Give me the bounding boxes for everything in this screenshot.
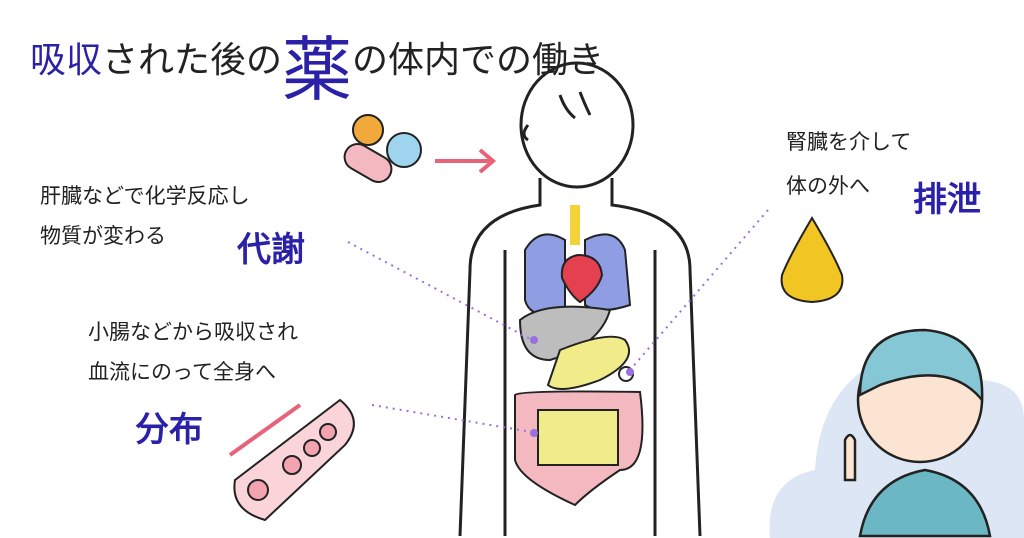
leader-dots: [530, 336, 634, 437]
metabolism-keyword: 代謝: [237, 230, 305, 270]
arrow-icon: [435, 148, 497, 174]
title-text-2: の体内での働き: [352, 40, 605, 81]
leader-lines: [347, 209, 769, 433]
drop-icon: [780, 216, 844, 304]
distribution-line2: 血流にのって全身へ: [88, 360, 276, 384]
title-text-1: された後の: [102, 40, 283, 81]
distribution-keyword: 分布: [135, 410, 203, 450]
excretion-line1: 腎臓を介して: [786, 130, 912, 154]
organs: [514, 205, 644, 507]
distribution-line1: 小腸などから吸収され: [88, 320, 298, 344]
title-medicine: 薬: [282, 29, 353, 111]
character-illustration: [843, 328, 992, 538]
metabolism-line2: 物質が変わる: [40, 224, 166, 248]
blood-vessel-icon: [228, 398, 355, 522]
title-absorption: 吸収: [30, 40, 103, 81]
metabolism-line1: 肝臓などで化学反応し: [40, 184, 250, 208]
human-body-outline: [458, 61, 702, 537]
page-title: 吸収された後の薬の体内での働き: [30, 14, 604, 115]
excretion-line2: 体の外へ: [786, 174, 870, 198]
excretion-keyword: 排泄: [913, 180, 981, 220]
pills-icon: [343, 114, 422, 183]
